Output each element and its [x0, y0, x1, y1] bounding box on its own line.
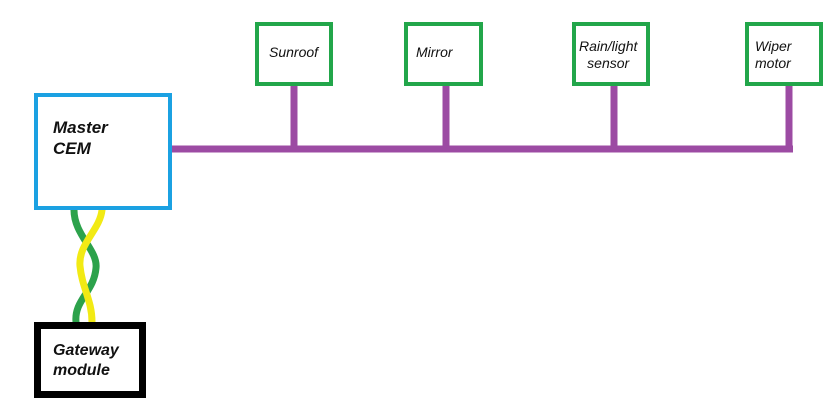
wiper-motor-label-line1: Wiper [755, 38, 792, 54]
sunroof-node-label: Sunroof [269, 44, 319, 60]
gateway-module-label: Gateway module [53, 341, 119, 381]
rain-light-sensor-label-line2: sensor [587, 54, 630, 71]
sunroof-node-box: Sunroof [255, 22, 333, 86]
gateway-module-box: Gateway module [34, 322, 146, 398]
wiper-motor-node-label: Wiper motor [755, 38, 791, 72]
wiper-motor-label-line2: motor [755, 54, 791, 71]
master-cem-box: Master CEM [34, 93, 172, 210]
master-cem-label-line1: Master [53, 118, 108, 137]
master-cem-label: Master CEM [53, 117, 108, 160]
master-cem-label-line2: CEM [53, 139, 91, 159]
wiper-motor-node-box: Wiper motor [745, 22, 823, 86]
twisted-pair-green-wire [70, 206, 100, 326]
rain-light-sensor-node-label: Rain/light sensor [579, 38, 637, 72]
mirror-node-label: Mirror [416, 44, 453, 60]
rain-light-sensor-label-line1: Rain/light [579, 38, 638, 54]
gateway-module-label-line1: Gateway [53, 342, 119, 359]
rain-light-sensor-node-box: Rain/light sensor [572, 22, 650, 86]
mirror-node-box: Mirror [404, 22, 483, 86]
twisted-pair-yellow-wire [76, 206, 106, 326]
gateway-module-label-line2: module [53, 362, 110, 379]
